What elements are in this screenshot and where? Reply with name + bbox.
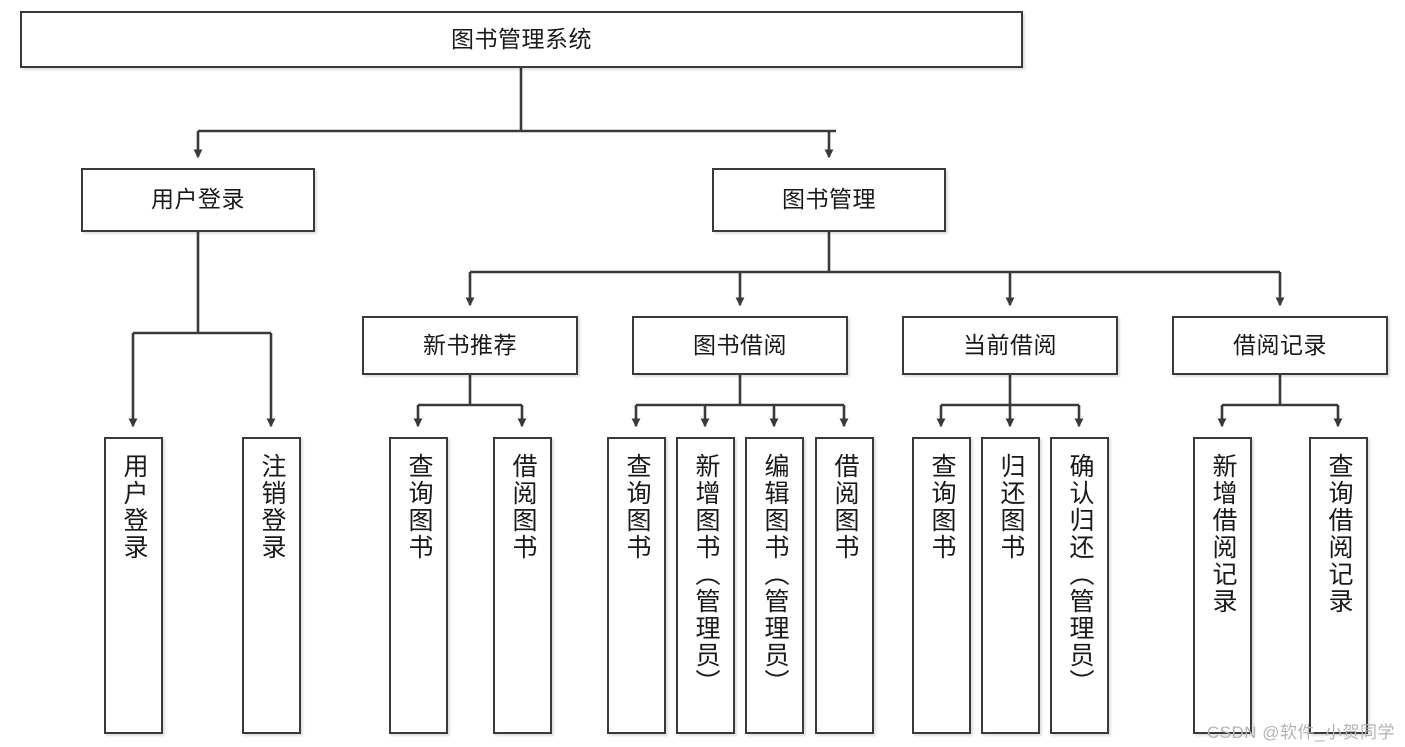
- node-leaf-query-book-1[interactable]: 查询图书: [389, 437, 448, 734]
- node-leaf-query-book-1-label: 查询图书: [405, 453, 433, 561]
- node-leaf-query-book-2-label: 查询图书: [623, 453, 651, 561]
- node-leaf-return-book[interactable]: 归还图书: [981, 437, 1040, 734]
- node-borrow-record[interactable]: 借阅记录: [1172, 316, 1388, 375]
- node-leaf-edit-book-admin[interactable]: 编辑图书（管理员）: [745, 437, 804, 734]
- node-book-management-label: 图书管理: [782, 186, 876, 213]
- node-borrow-record-label: 借阅记录: [1233, 331, 1327, 358]
- node-leaf-borrow-book-1-label: 借阅图书: [509, 453, 537, 561]
- node-leaf-query-book-3[interactable]: 查询图书: [912, 437, 971, 734]
- node-leaf-edit-book-admin-label: 编辑图书（管理员）: [761, 453, 789, 696]
- node-leaf-borrow-book-1[interactable]: 借阅图书: [493, 437, 552, 734]
- node-book-borrow-label: 图书借阅: [693, 331, 787, 358]
- node-leaf-add-borrow-record[interactable]: 新增借阅记录: [1193, 437, 1252, 734]
- node-leaf-user-login-label: 用户登录: [120, 453, 148, 561]
- watermark: CSDN @软件_小贺同学: [1206, 723, 1395, 742]
- node-leaf-return-book-label: 归还图书: [997, 453, 1025, 561]
- node-root-label: 图书管理系统: [451, 25, 592, 52]
- node-book-borrow[interactable]: 图书借阅: [632, 316, 848, 375]
- node-leaf-confirm-return-admin-label: 确认归还（管理员）: [1066, 453, 1094, 696]
- node-leaf-borrow-book-2[interactable]: 借阅图书: [815, 437, 874, 734]
- node-leaf-borrow-book-2-label: 借阅图书: [831, 453, 859, 561]
- node-user-login[interactable]: 用户登录: [81, 168, 315, 232]
- node-leaf-logout-login-label: 注销登录: [258, 453, 286, 561]
- node-current-borrow[interactable]: 当前借阅: [902, 316, 1118, 375]
- node-leaf-confirm-return-admin[interactable]: 确认归还（管理员）: [1050, 437, 1109, 734]
- node-user-login-label: 用户登录: [151, 186, 245, 213]
- node-new-book-recommend-label: 新书推荐: [423, 331, 517, 358]
- node-leaf-query-book-3-label: 查询图书: [928, 453, 956, 561]
- node-leaf-add-borrow-record-label: 新增借阅记录: [1209, 453, 1237, 615]
- node-leaf-user-login[interactable]: 用户登录: [104, 437, 163, 734]
- node-leaf-add-book-admin-label: 新增图书（管理员）: [692, 453, 720, 696]
- node-leaf-query-borrow-record-label: 查询借阅记录: [1325, 453, 1353, 615]
- node-book-management[interactable]: 图书管理: [712, 168, 946, 232]
- node-root[interactable]: 图书管理系统: [20, 11, 1023, 68]
- node-leaf-query-borrow-record[interactable]: 查询借阅记录: [1309, 437, 1368, 734]
- node-leaf-query-book-2[interactable]: 查询图书: [607, 437, 666, 734]
- node-new-book-recommend[interactable]: 新书推荐: [362, 316, 578, 375]
- node-leaf-logout-login[interactable]: 注销登录: [242, 437, 301, 734]
- node-current-borrow-label: 当前借阅: [963, 331, 1057, 358]
- node-leaf-add-book-admin[interactable]: 新增图书（管理员）: [676, 437, 735, 734]
